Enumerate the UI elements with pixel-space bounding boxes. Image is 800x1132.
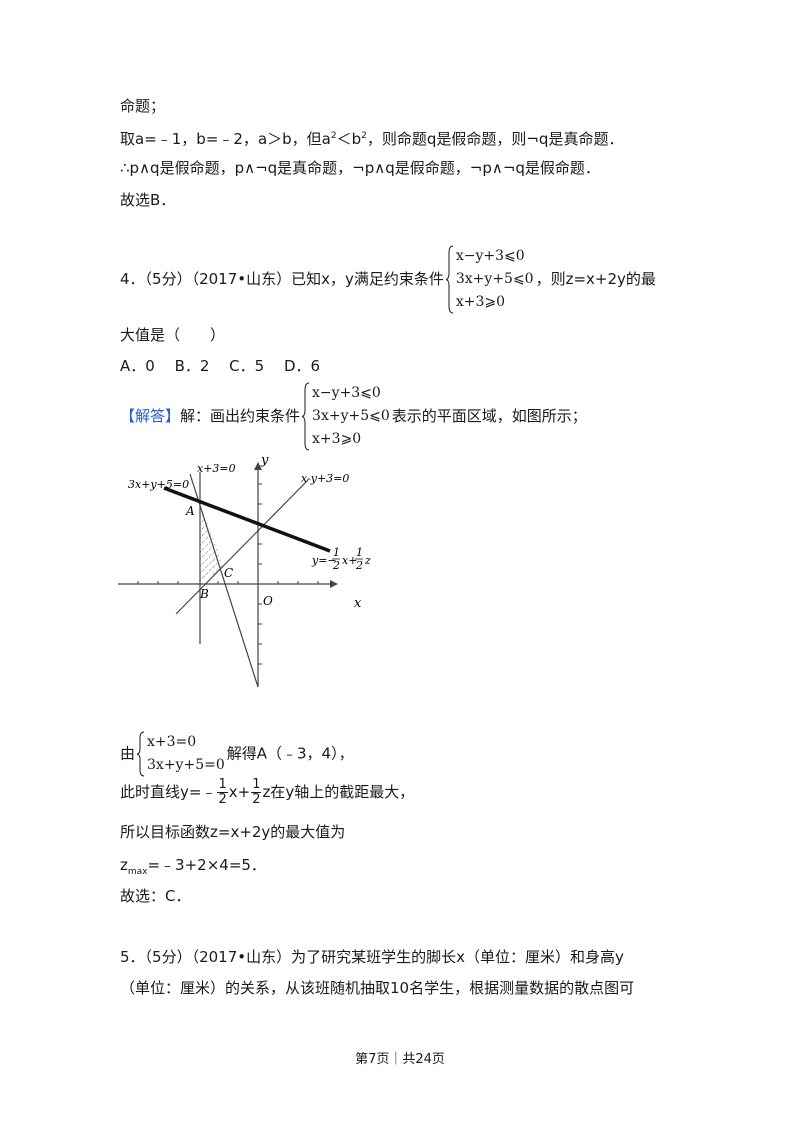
x-axis-ticks <box>137 581 319 584</box>
y-axis-label: y <box>260 453 269 468</box>
prev-line-2: 取a=﹣1，b=﹣2，a＞b，但a2＜b2，则命题q是假命题，则¬q是真命题． <box>120 130 624 148</box>
page-footer: 第7页｜共24页 <box>355 1052 445 1067</box>
origin-label: O <box>263 594 273 608</box>
line-x-y-3 <box>175 479 309 615</box>
prev-line-3: ∴p∧q是假命题，p∧¬q是真命题，¬p∧q是假命题，¬p∧¬q是假命题． <box>120 159 600 177</box>
y-axis-ticks <box>258 483 262 665</box>
left-brace-icon <box>445 245 453 314</box>
q4-options: A．0 B．2 C．5 D．6 <box>120 357 321 375</box>
solution-tag: 【解答】 <box>120 407 181 425</box>
constraint-row: x+3⩾0 <box>312 431 362 447</box>
svg-text:z: z <box>364 554 371 567</box>
x-axis-arrow-icon <box>330 580 338 588</box>
constraint-row: 3x+y+5⩽0 <box>455 271 534 287</box>
svg-text:y=−: y=− <box>311 554 337 567</box>
line1-label: x+3=0 <box>197 462 236 475</box>
constraint-row: x−y+3⩽0 <box>312 385 381 401</box>
svg-text:2: 2 <box>355 559 363 572</box>
prev-line-1: 命题； <box>120 97 166 115</box>
constraint-system: x−y+3⩽0 3x+y+5⩽0 x+3⩾0 <box>445 245 534 314</box>
line2-label: 3x+y+5=0 <box>128 478 189 491</box>
feasible-region-graph: y x O x+3=0 3x+y+5=0 x-y+3=0 A B C y=− 1… <box>118 453 371 688</box>
objective-line <box>163 486 331 553</box>
svg-text:1: 1 <box>356 546 363 559</box>
line3-label: x-y+3=0 <box>301 472 349 485</box>
svg-text:x+: x+ <box>342 554 357 567</box>
constraint-system: x−y+3⩽0 3x+y+5⩽0 x+3⩾0 <box>302 382 390 451</box>
equation-row: 3x+y+5=0 <box>147 757 225 773</box>
q5-line-1: 5．（5分）（2017•山东）为了研究某班学生的脚长x（单位：厘米）和身高y <box>120 948 624 966</box>
svg-text:1: 1 <box>333 546 340 559</box>
equation-row: x+3=0 <box>147 734 197 750</box>
point-c-label: C <box>224 566 233 580</box>
x-axis-label: x <box>354 596 362 611</box>
point-a-label: A <box>185 504 195 518</box>
constraint-row: x+3⩾0 <box>455 294 506 310</box>
q4-stem-cont: 大值是（ ） <box>120 326 226 344</box>
q5-line-2: （单位：厘米）的关系，从该班随机抽取10名学生，根据测量数据的散点图可 <box>120 979 635 997</box>
constraint-row: x−y+3⩽0 <box>455 248 525 264</box>
equation-system: x+3=0 3x+y+5=0 <box>137 731 225 777</box>
line-3x-y-5 <box>189 473 259 688</box>
sol-target-line: 所以目标函数z=x+2y的最大值为 <box>120 823 346 841</box>
svg-text:2: 2 <box>332 559 340 572</box>
constraint-row: 3x+y+5⩽0 <box>312 408 390 424</box>
left-brace-icon <box>137 731 145 777</box>
sol-choose-line: 故选：C． <box>120 887 191 905</box>
y-axis-arrow-icon <box>254 462 262 470</box>
left-brace-icon <box>302 382 310 451</box>
point-b-label: B <box>199 587 209 601</box>
sol-zmax-line: zmax=﹣3+2×4=5． <box>120 856 266 877</box>
objective-line-label: y=− 1 2 x+ 1 2 z <box>311 546 371 572</box>
prev-line-4: 故选B． <box>120 191 176 209</box>
